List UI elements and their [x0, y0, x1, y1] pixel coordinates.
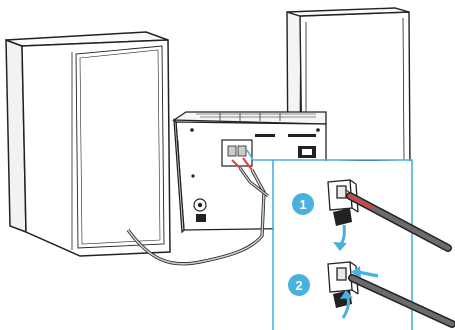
- step-1-detail: 1: [292, 179, 452, 252]
- step-2-badge: [288, 274, 310, 296]
- terminal-connector: [221, 139, 253, 167]
- speaker-cable: [126, 157, 269, 266]
- step-1-badge: [292, 193, 314, 215]
- step-2-number: 2: [295, 278, 302, 293]
- insert-arrow: [357, 270, 379, 278]
- left-speaker: [5, 31, 171, 257]
- step-1-number: 1: [299, 197, 306, 212]
- main-unit: [171, 111, 327, 234]
- step-2-detail: 2: [288, 261, 455, 328]
